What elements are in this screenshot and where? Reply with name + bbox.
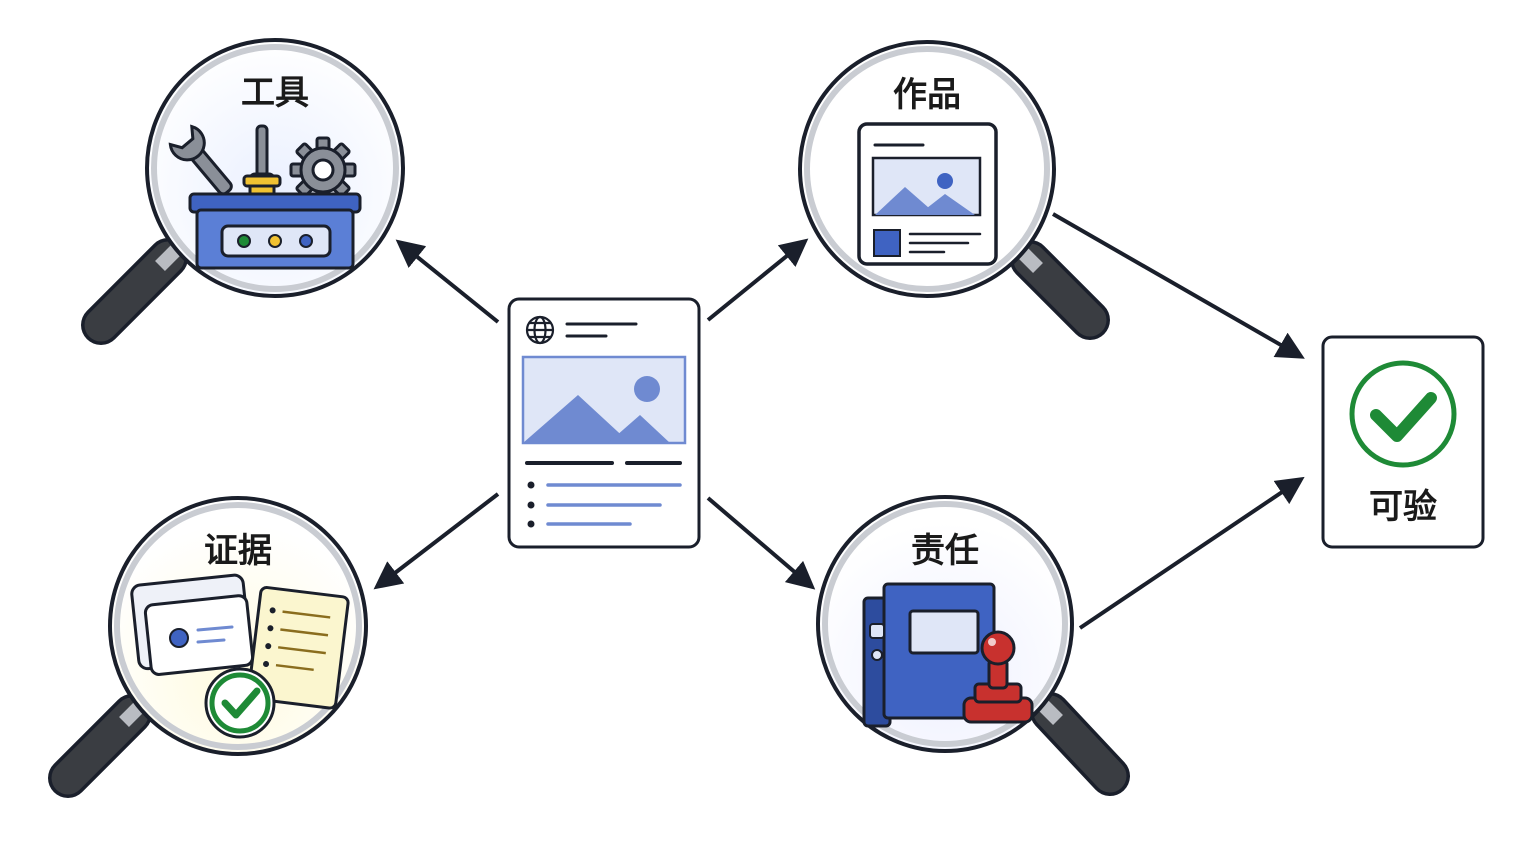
magnifier-handle xyxy=(1010,240,1110,340)
lens-responsibility: 责任 xyxy=(816,495,1130,796)
binder-stamp-icon xyxy=(862,582,1034,728)
arrow-to-responsibility xyxy=(706,496,816,590)
id-cards-checklist-icon xyxy=(130,573,350,739)
lens-evidence-title: 证据 xyxy=(204,531,272,571)
toolbox-icon xyxy=(168,124,362,270)
lens-tools-title: 工具 xyxy=(241,73,309,113)
check-circle-icon xyxy=(1349,360,1457,468)
webpage-card xyxy=(507,297,701,549)
magnifier-handle xyxy=(48,694,152,798)
lens-works-title: 作品 xyxy=(893,75,961,115)
lens-evidence: 证据 xyxy=(48,496,368,798)
document-image-icon xyxy=(857,122,998,266)
hero-image-icon xyxy=(521,355,687,445)
arrow-to-works xyxy=(706,238,809,322)
globe-icon xyxy=(525,315,555,345)
result-card: 可验 xyxy=(1321,335,1485,549)
arrow-to-tools xyxy=(395,239,500,324)
lens-responsibility-title: 责任 xyxy=(911,531,979,571)
stamp-icon xyxy=(962,630,1034,724)
arrow-to-evidence xyxy=(373,492,500,590)
magnifier-handle xyxy=(1030,692,1130,796)
connector-arrows xyxy=(373,212,1305,630)
arrow-responsibility-to-result xyxy=(1078,476,1305,630)
magnifier-handle xyxy=(81,238,188,345)
arrow-works-to-result xyxy=(1052,212,1305,359)
check-badge-icon xyxy=(204,667,276,739)
lens-works: 作品 xyxy=(798,40,1110,340)
lens-tools: 工具 xyxy=(81,38,405,345)
result-label: 可验 xyxy=(1369,487,1437,527)
